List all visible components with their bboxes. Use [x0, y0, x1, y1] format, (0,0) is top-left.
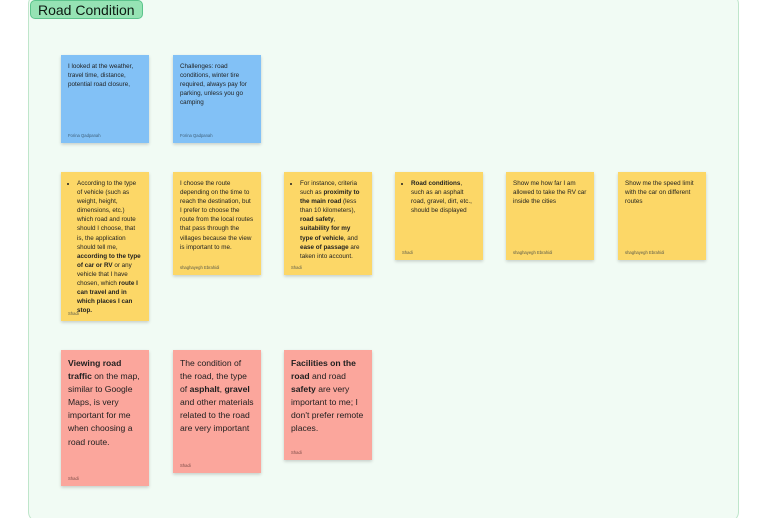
sticky-note[interactable]: Show me how far I am allowed to take the…: [506, 172, 594, 260]
sticky-note[interactable]: Show me the speed limit with the car on …: [618, 172, 706, 260]
note-bullet: Road conditions, such as an asphalt road…: [411, 179, 476, 215]
note-author: Shadi: [402, 250, 413, 255]
note-text: Show me how far I am allowed to take the…: [513, 180, 587, 206]
section-title[interactable]: Road Condition: [30, 0, 143, 19]
note-bullet: For instance, criteria such as proximity…: [300, 179, 365, 261]
note-bullet-list: For instance, criteria such as proximity…: [291, 179, 365, 261]
note-author: Shadi: [291, 450, 302, 455]
note-author: Shadi: [68, 476, 79, 481]
note-bullet-list: Road conditions, such as an asphalt road…: [402, 179, 476, 215]
note-author: shaghayegh Ebrahidi: [513, 250, 553, 255]
note-author: shaghayegh Ebrahidi: [180, 265, 220, 270]
note-author: shaghayegh Ebrahidi: [625, 250, 665, 255]
note-text: I choose the route depending on the time…: [180, 180, 254, 251]
note-author: Forina Qadpanah: [68, 133, 101, 138]
note-author: Shadi: [68, 311, 79, 316]
note-text: Viewing road traffic on the map, similar…: [68, 358, 140, 447]
note-bullet-list: According to the type of vehicle (such a…: [68, 179, 142, 315]
note-author: Forina Qadpanah: [180, 133, 213, 138]
sticky-note[interactable]: For instance, criteria such as proximity…: [284, 172, 372, 275]
note-bullet: According to the type of vehicle (such a…: [77, 179, 142, 315]
sticky-note[interactable]: I choose the route depending on the time…: [173, 172, 261, 275]
note-text: Show me the speed limit with the car on …: [625, 180, 694, 206]
note-text: The condition of the road, the type of a…: [180, 358, 254, 434]
note-author: Shadi: [291, 265, 302, 270]
note-text: Challenges: road conditions, winter tire…: [180, 63, 247, 107]
sticky-note[interactable]: Challenges: road conditions, winter tire…: [173, 55, 261, 143]
note-text: I looked at the weather, travel time, di…: [68, 63, 134, 89]
sticky-note[interactable]: According to the type of vehicle (such a…: [61, 172, 149, 321]
sticky-note[interactable]: Facilities on the road and road safety a…: [284, 350, 372, 460]
sticky-note[interactable]: Road conditions, such as an asphalt road…: [395, 172, 483, 260]
sticky-note[interactable]: I looked at the weather, travel time, di…: [61, 55, 149, 143]
note-author: Shadi: [180, 463, 191, 468]
note-text: Facilities on the road and road safety a…: [291, 358, 364, 434]
sticky-note[interactable]: Viewing road traffic on the map, similar…: [61, 350, 149, 486]
sticky-note[interactable]: The condition of the road, the type of a…: [173, 350, 261, 473]
